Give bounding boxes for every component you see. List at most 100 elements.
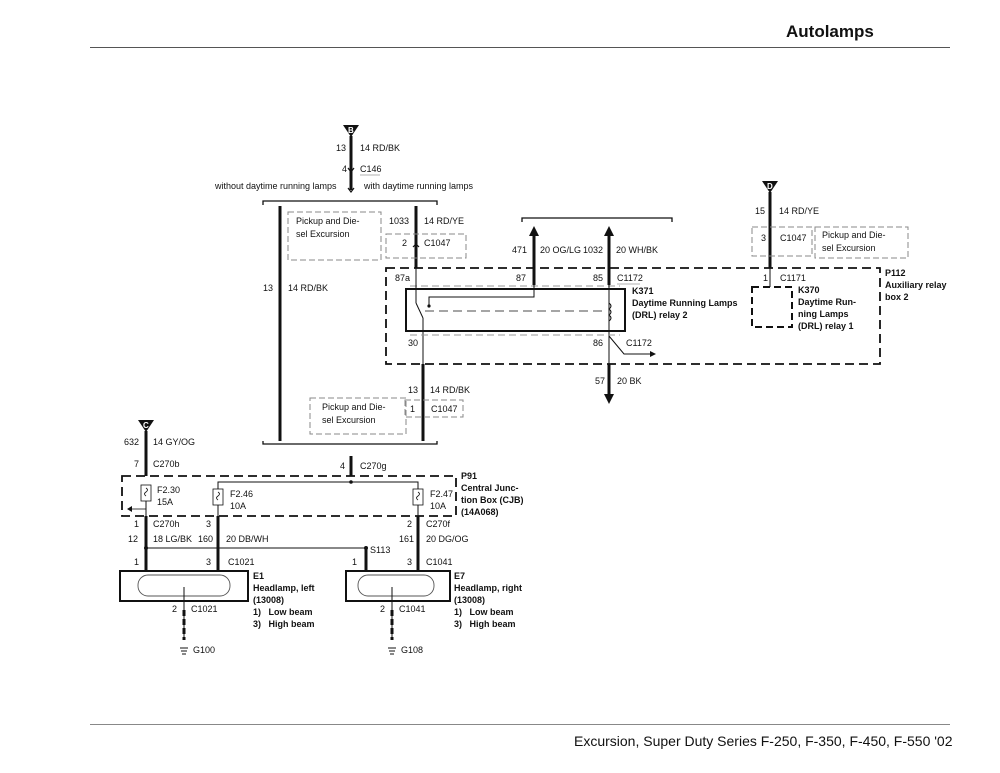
splice-dot-left bbox=[144, 546, 148, 550]
s113-label: S113 bbox=[370, 545, 390, 555]
cjb-node bbox=[349, 480, 353, 484]
wire-161-color: 20 DG/OG bbox=[426, 534, 469, 544]
fuse-f230 bbox=[127, 484, 152, 516]
c270h-label: C270h bbox=[153, 519, 180, 529]
c1047-pin-2: 2 bbox=[402, 238, 407, 248]
arrow-right-icon bbox=[650, 351, 656, 357]
c270h-pin-3: 3 bbox=[206, 519, 211, 529]
k370-name-1: Daytime Run- bbox=[798, 297, 856, 307]
e1-pin-low: 1) Low beam bbox=[253, 607, 313, 617]
option-note-1-line2: sel Excursion bbox=[296, 229, 350, 239]
branch-bracket-bottom bbox=[262, 441, 438, 445]
c1041-pin-1: 1 bbox=[352, 557, 357, 567]
pin-86: 86 bbox=[593, 338, 603, 348]
wire-160-color: 20 DB/WH bbox=[226, 534, 269, 544]
wire-471-color: 20 OG/LG bbox=[540, 245, 581, 255]
c1021-pin-1: 1 bbox=[134, 557, 139, 567]
wire-30-circuit: 13 bbox=[408, 385, 418, 395]
input-b-triangle-icon bbox=[343, 125, 359, 137]
c1047-label-3: C1047 bbox=[780, 233, 807, 243]
e1-name: Headlamp, left bbox=[253, 583, 315, 593]
connector-c146-symbol bbox=[347, 167, 355, 173]
ground-g108-label: G108 bbox=[401, 645, 423, 655]
e7-pin-high: 3) High beam bbox=[454, 619, 516, 629]
c1171-pin: 1 bbox=[763, 273, 768, 283]
wire-1033-circuit: 1033 bbox=[389, 216, 409, 226]
c1041-label-top: C1041 bbox=[426, 557, 453, 567]
wire-b-circuit: 13 bbox=[336, 143, 346, 153]
c1172-branch bbox=[608, 335, 650, 355]
k370-id: K370 bbox=[798, 285, 820, 295]
c1171-label: C1171 bbox=[780, 273, 806, 283]
branch-with-drl: with daytime running lamps bbox=[363, 181, 474, 191]
pin-30: 30 bbox=[408, 338, 418, 348]
p112-name-1: Auxiliary relay bbox=[885, 280, 947, 290]
cjb-bus bbox=[217, 481, 419, 489]
headlamp-e7-body bbox=[345, 570, 451, 602]
fuse-f247 bbox=[412, 488, 424, 516]
wire-57-color: 20 BK bbox=[617, 376, 642, 386]
p91-name-2: tion Box (CJB) bbox=[461, 495, 524, 505]
c1047-label-1: C1047 bbox=[424, 238, 451, 248]
wire-d-color: 14 RD/YE bbox=[779, 206, 819, 216]
option-note-box-1 bbox=[287, 211, 382, 261]
c270b-pin: 7 bbox=[134, 459, 139, 469]
c270f-pin: 2 bbox=[407, 519, 412, 529]
option-note-box-2 bbox=[309, 397, 407, 435]
relay-coil-icon bbox=[608, 302, 612, 322]
wire-b-color: 14 RD/BK bbox=[360, 143, 400, 153]
fuse-f246-id: F2.46 bbox=[230, 489, 253, 499]
c270g-label: C270g bbox=[360, 461, 387, 471]
input-c-triangle-icon bbox=[138, 420, 154, 432]
pin-87a: 87a bbox=[395, 273, 410, 283]
c1047-box-3 bbox=[751, 226, 813, 257]
arrow-up-icon bbox=[529, 226, 539, 236]
k371-name-2: (DRL) relay 2 bbox=[632, 310, 688, 320]
input-c-label: C bbox=[143, 421, 149, 430]
pin-87: 87 bbox=[516, 273, 526, 283]
option-note-2-line2: sel Excursion bbox=[322, 415, 376, 425]
e7-ground-pin: 2 bbox=[380, 604, 385, 614]
branch-without-drl: without daytime running lamps bbox=[214, 181, 337, 191]
p91-name-1: Central Junc- bbox=[461, 483, 519, 493]
option-note-1-line1: Pickup and Die- bbox=[296, 216, 360, 226]
wire-57-circuit: 57 bbox=[595, 376, 605, 386]
c1172-label-top: C1172 bbox=[617, 273, 643, 283]
e1-id: E1 bbox=[253, 571, 264, 581]
page-title: Autolamps bbox=[786, 22, 874, 41]
c1047-box-1 bbox=[385, 233, 467, 259]
input-d-triangle-icon bbox=[762, 181, 778, 193]
p112-name-2: box 2 bbox=[885, 292, 909, 302]
wire-d-circuit: 15 bbox=[755, 206, 765, 216]
c146-pin: 4 bbox=[342, 164, 347, 174]
branch-bracket-top bbox=[262, 200, 438, 205]
ground-g108-icon bbox=[388, 647, 396, 655]
relay-87-line bbox=[428, 268, 535, 306]
fuse-f247-id: F2.47 bbox=[430, 489, 453, 499]
wire-632-color: 14 GY/OG bbox=[153, 437, 195, 447]
fuse-f230-rating: 15A bbox=[157, 497, 173, 507]
c1021-pin-3: 3 bbox=[206, 557, 211, 567]
e7-name: Headlamp, right bbox=[454, 583, 522, 593]
k371-id: K371 bbox=[632, 286, 654, 296]
wire-1033-color: 14 RD/YE bbox=[424, 216, 464, 226]
relay-switch-contact bbox=[415, 302, 424, 319]
input-d-label: D bbox=[767, 182, 773, 191]
e7-pin-low: 1) Low beam bbox=[454, 607, 514, 617]
fuse-f230-id: F2.30 bbox=[157, 485, 180, 495]
e1-part: (13008) bbox=[253, 595, 284, 605]
wire-1032-circuit: 1032 bbox=[583, 245, 603, 255]
footer-vehicle-text: Excursion, Super Duty Series F-250, F-35… bbox=[574, 733, 953, 749]
c1047-symbol-1 bbox=[412, 243, 420, 248]
c1047-label-2: C1047 bbox=[431, 404, 458, 414]
wire-30-color: 14 RD/BK bbox=[430, 385, 470, 395]
option-note-box-3 bbox=[814, 226, 909, 259]
wire-end-symbol bbox=[347, 187, 355, 193]
wire-12-circuit: 12 bbox=[128, 534, 138, 544]
left-bypass-circuit: 13 bbox=[263, 283, 273, 293]
wire-161-circuit: 161 bbox=[399, 534, 414, 544]
wire-471-circuit: 471 bbox=[512, 245, 527, 255]
relay-k370-body bbox=[751, 286, 793, 328]
option-note-3-line1: Pickup and Die- bbox=[822, 230, 886, 240]
